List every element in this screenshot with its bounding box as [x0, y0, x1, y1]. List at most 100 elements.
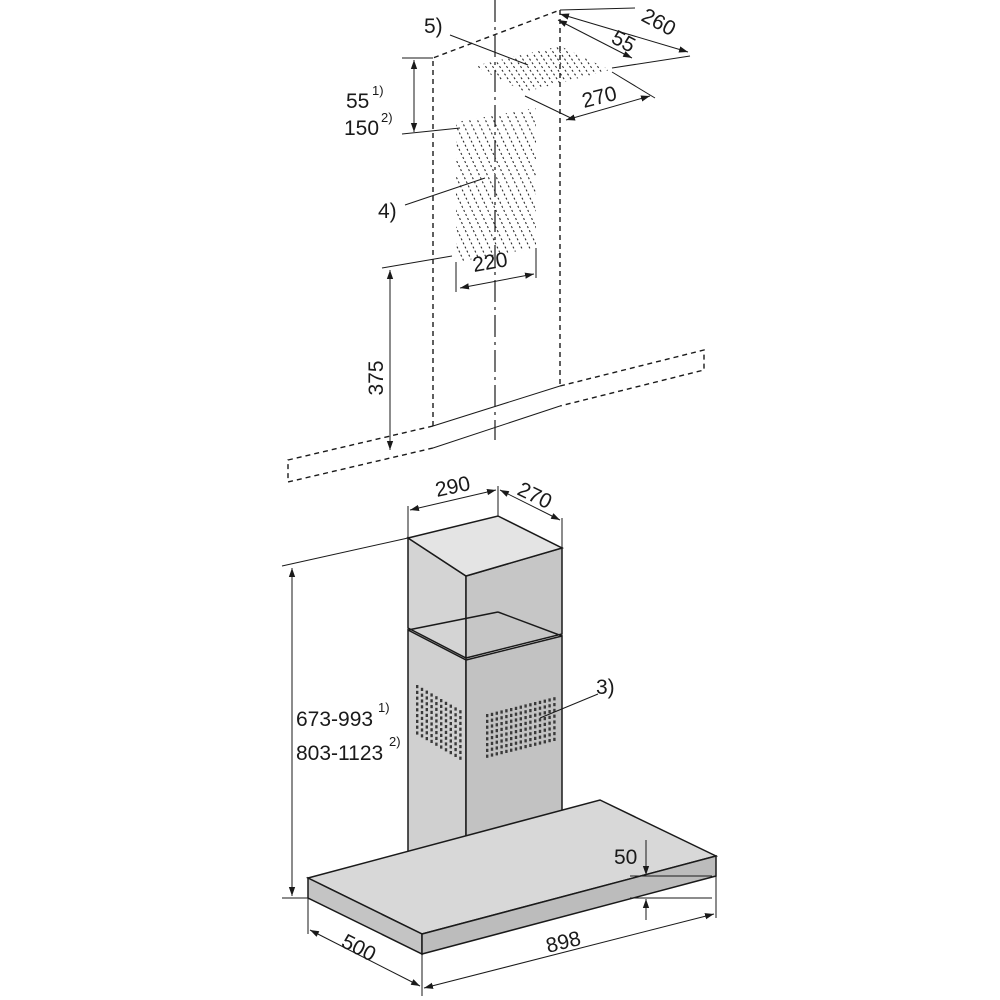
vent-hole: [495, 740, 498, 744]
vent-hole: [425, 725, 428, 729]
vent-hole: [495, 723, 498, 727]
vent-hole: [416, 685, 419, 689]
vent-hole: [440, 699, 443, 703]
vent-hole: [490, 724, 494, 728]
dim-chimney-width: 290: [433, 472, 472, 502]
vent-hole: [524, 716, 527, 720]
vent-hole: [529, 726, 532, 730]
vent-hole: [553, 737, 556, 741]
vent-hole: [425, 737, 428, 741]
vent-hole: [500, 727, 503, 731]
vent-hole: [449, 710, 452, 714]
hatch-line: [456, 108, 461, 262]
vent-hole: [420, 705, 424, 709]
vent-hole: [519, 734, 522, 738]
vent-hole: [514, 735, 518, 739]
vent-hole: [454, 724, 457, 728]
vent-hole: [538, 700, 542, 704]
vent-hole: [500, 751, 503, 755]
vent-hole: [495, 729, 498, 733]
vent-hole: [524, 704, 527, 708]
vent-hole: [440, 716, 443, 720]
vent-hole: [444, 742, 448, 746]
vent-hole: [430, 739, 433, 743]
vent-hole: [459, 727, 462, 731]
vent-hole: [420, 687, 424, 691]
dim-min-height-a-note: 1): [372, 83, 384, 98]
vent-hole: [490, 741, 494, 745]
hatch-line: [475, 108, 536, 262]
vent-hole: [430, 699, 433, 703]
vent-hole: [553, 732, 556, 736]
vent-hole: [519, 717, 522, 721]
dim-top-width: 270: [580, 82, 620, 113]
vent-hole: [534, 736, 537, 740]
hatch-line: [556, 100, 636, 270]
vent-hole: [538, 729, 542, 733]
vent-hole: [444, 701, 448, 705]
hatch-line: [474, 46, 481, 92]
vent-hole: [440, 722, 443, 726]
vent-hole: [500, 745, 503, 749]
vent-hole: [416, 731, 419, 735]
vent-hole: [505, 726, 508, 730]
dim-canopy-width: 898: [544, 927, 584, 958]
vent-hole: [534, 719, 537, 723]
vent-hole: [529, 720, 532, 724]
vent-hole: [486, 719, 489, 723]
vent-hole: [524, 721, 527, 725]
vent-hole: [440, 728, 443, 732]
vent-hole: [435, 702, 438, 706]
vent-hole: [534, 702, 537, 706]
vent-hole: [543, 711, 546, 715]
hatch-line: [531, 108, 536, 262]
vent-hole: [454, 707, 457, 711]
vent-hole: [500, 739, 503, 743]
vent-hole: [420, 734, 424, 738]
vent-hole: [534, 742, 537, 746]
vent-hole: [459, 756, 462, 760]
dim-duct-width: 220: [471, 248, 510, 277]
vent-hole: [459, 750, 462, 754]
dim-height-range-a-note: 1): [378, 700, 390, 715]
vent-hole: [435, 696, 438, 700]
vent-hole: [505, 738, 508, 742]
vent-hole: [514, 724, 518, 728]
vent-hole: [548, 698, 551, 702]
vent-hole: [444, 713, 448, 717]
vent-hole: [538, 735, 542, 739]
vent-grille-left: [416, 685, 462, 760]
vent-hole: [553, 703, 556, 707]
vent-hole: [505, 715, 508, 719]
dim-min-height-b: 150: [344, 117, 379, 140]
vent-hole: [449, 751, 452, 755]
vent-hole: [505, 709, 508, 713]
vent-hole: [490, 747, 494, 751]
vent-hole: [529, 714, 532, 718]
vent-hole: [449, 722, 452, 726]
vent-hole: [490, 712, 494, 716]
callout-duct-area: 4): [378, 200, 397, 223]
vent-hole: [495, 717, 498, 721]
vent-hole: [416, 708, 419, 712]
vent-hole: [486, 743, 489, 747]
vent-hole: [495, 752, 498, 756]
vent-hole: [543, 740, 546, 744]
vent-hole: [519, 746, 522, 750]
vent-hole: [430, 710, 433, 714]
vent-hole: [449, 733, 452, 737]
vent-hole: [490, 730, 494, 734]
hatch-line: [483, 108, 536, 262]
vent-hole: [435, 713, 438, 717]
vent-hole: [529, 738, 532, 742]
vent-hole: [490, 736, 494, 740]
lower-dimension-lines: [281, 486, 717, 996]
vent-hole: [459, 710, 462, 714]
vent-hole: [440, 704, 443, 708]
vent-hole: [416, 690, 419, 694]
vent-hole: [519, 740, 522, 744]
vent-hole: [514, 747, 518, 751]
vent-hole: [425, 702, 428, 706]
dim-height-range-b: 803-1123: [296, 742, 383, 765]
vent-hole: [495, 746, 498, 750]
